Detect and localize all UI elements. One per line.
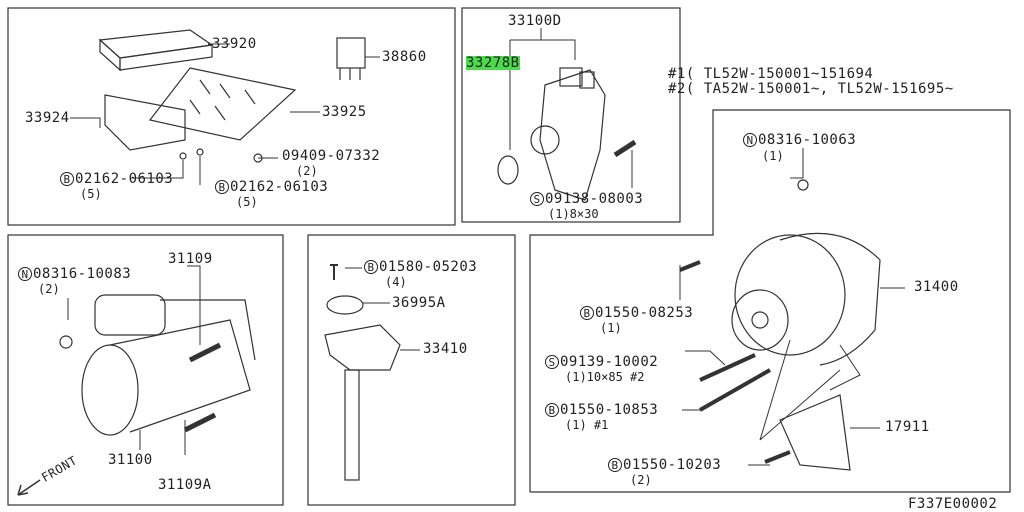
part-label-33410[interactable]: 33410 [423,341,468,357]
ignition-coil-section-frame [307,234,516,506]
alternator-section-frame [529,109,1011,493]
part-number: 02162-06103 [230,179,329,195]
starter-section-frame [7,234,284,506]
part-number: 09139-10002 [560,354,659,370]
part-label-31100[interactable]: 31100 [108,452,153,468]
prefix-n: N [743,133,757,147]
part-number: 02162-06103 [75,171,174,187]
part-number: 01550-10203 [623,457,722,473]
qty-01550-b: (1) #1 [565,418,609,432]
part-label-33924[interactable]: 33924 [25,110,70,126]
part-label-33100D[interactable]: 33100D [508,13,562,29]
qty-09409: (2) [296,164,318,178]
part-number: 08316-10083 [33,266,132,282]
part-number: 08316-10063 [758,132,857,148]
qty-01550-a: (1) [600,321,622,335]
part-label-36995A[interactable]: 36995A [392,295,446,311]
prefix-b: B [215,180,229,194]
prefix-b: B [60,172,74,186]
note-1: #1( TL52W-150001~151694 [668,66,874,82]
alternator-drawing [679,179,881,471]
distributor-drawing [497,67,637,201]
starter-drawing [17,294,256,496]
qty-09139: (1)10×85 #2 [565,370,645,384]
ignition-coil-drawing [324,264,401,481]
prefix-s: S [545,355,559,369]
qty-02162-b: (5) [236,195,258,209]
leader-lines [67,28,905,466]
part-number: 01550-10853 [560,402,659,418]
part-number: 01580-05203 [379,259,478,275]
part-label-31400[interactable]: 31400 [914,279,959,295]
qty-08316-a: (1) [762,149,784,163]
part-label-33278B-highlighted[interactable]: 33278B [466,55,520,71]
prefix-n: N [18,267,32,281]
prefix-s: S [530,192,544,206]
part-label-17911[interactable]: 17911 [885,419,930,435]
qty-08316-b: (2) [38,282,60,296]
prefix-b: B [608,458,622,472]
qty-01550-c: (2) [630,473,652,487]
ecu-section-frame [7,7,456,226]
part-label-09409-07332[interactable]: 09409-07332 [282,148,381,164]
prefix-b: B [580,306,594,320]
part-label-31109A[interactable]: 31109A [158,477,212,493]
prefix-b: B [364,260,378,274]
part-label-38860[interactable]: 38860 [382,49,427,65]
note-2: #2( TA52W-150001~, TL52W-151695~ [668,81,954,97]
qty-02162-a: (5) [80,187,102,201]
ecu-part-drawing [98,29,366,163]
part-number: 01550-08253 [595,305,694,321]
part-number: 09138-08003 [545,191,644,207]
qty-09138: (1)8×30 [548,207,599,221]
part-label-31109[interactable]: 31109 [168,251,213,267]
part-label-33920[interactable]: 33920 [212,36,257,52]
diagram-code: F337E00002 [908,496,998,512]
qty-01580: (4) [385,275,407,289]
part-label-33925[interactable]: 33925 [322,104,367,120]
distributor-section-frame [461,7,681,223]
prefix-b: B [545,403,559,417]
